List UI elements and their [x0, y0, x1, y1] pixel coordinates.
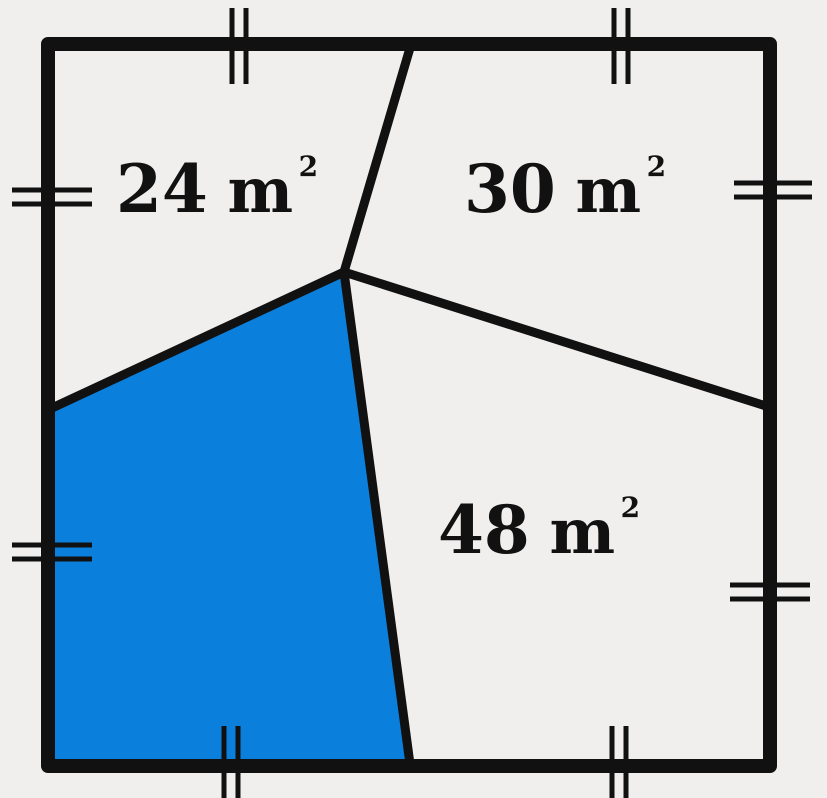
area-label-top-right: 30 m 2 — [464, 150, 666, 228]
area-exponent-top-left: 2 — [299, 150, 318, 183]
area-exponent-bottom-right: 2 — [621, 491, 640, 524]
outer-square — [41, 37, 777, 773]
equal-length-ticks — [12, 8, 812, 798]
tick-top-right — [611, 8, 631, 84]
area-unit-top-right: m — [575, 154, 641, 227]
tick-right-top — [734, 180, 812, 200]
dividing-lines — [47, 43, 771, 769]
tick-top-left — [229, 8, 249, 84]
area-label-bottom-right: 48 m 2 — [438, 491, 640, 569]
area-label-top-left: 24 m 2 — [116, 150, 318, 228]
divider-left — [47, 267, 349, 413]
area-value-bottom-right: 48 — [438, 491, 530, 569]
area-exponent-top-right: 2 — [647, 150, 666, 183]
divider-top — [339, 43, 415, 277]
divider-right — [339, 267, 771, 411]
tick-right-bottom — [730, 582, 810, 602]
divider-bottom — [339, 267, 415, 769]
shaded-region — [52, 272, 410, 764]
tick-bottom-right — [609, 726, 629, 798]
area-value-top-right: 30 — [464, 150, 556, 228]
tick-left-top — [12, 187, 92, 207]
area-unit-bottom-right: m — [549, 495, 615, 568]
tick-left-bottom — [12, 542, 92, 562]
tick-bottom-left — [221, 726, 241, 798]
area-value-top-left: 24 — [116, 150, 208, 228]
area-unit-top-left: m — [227, 154, 293, 227]
